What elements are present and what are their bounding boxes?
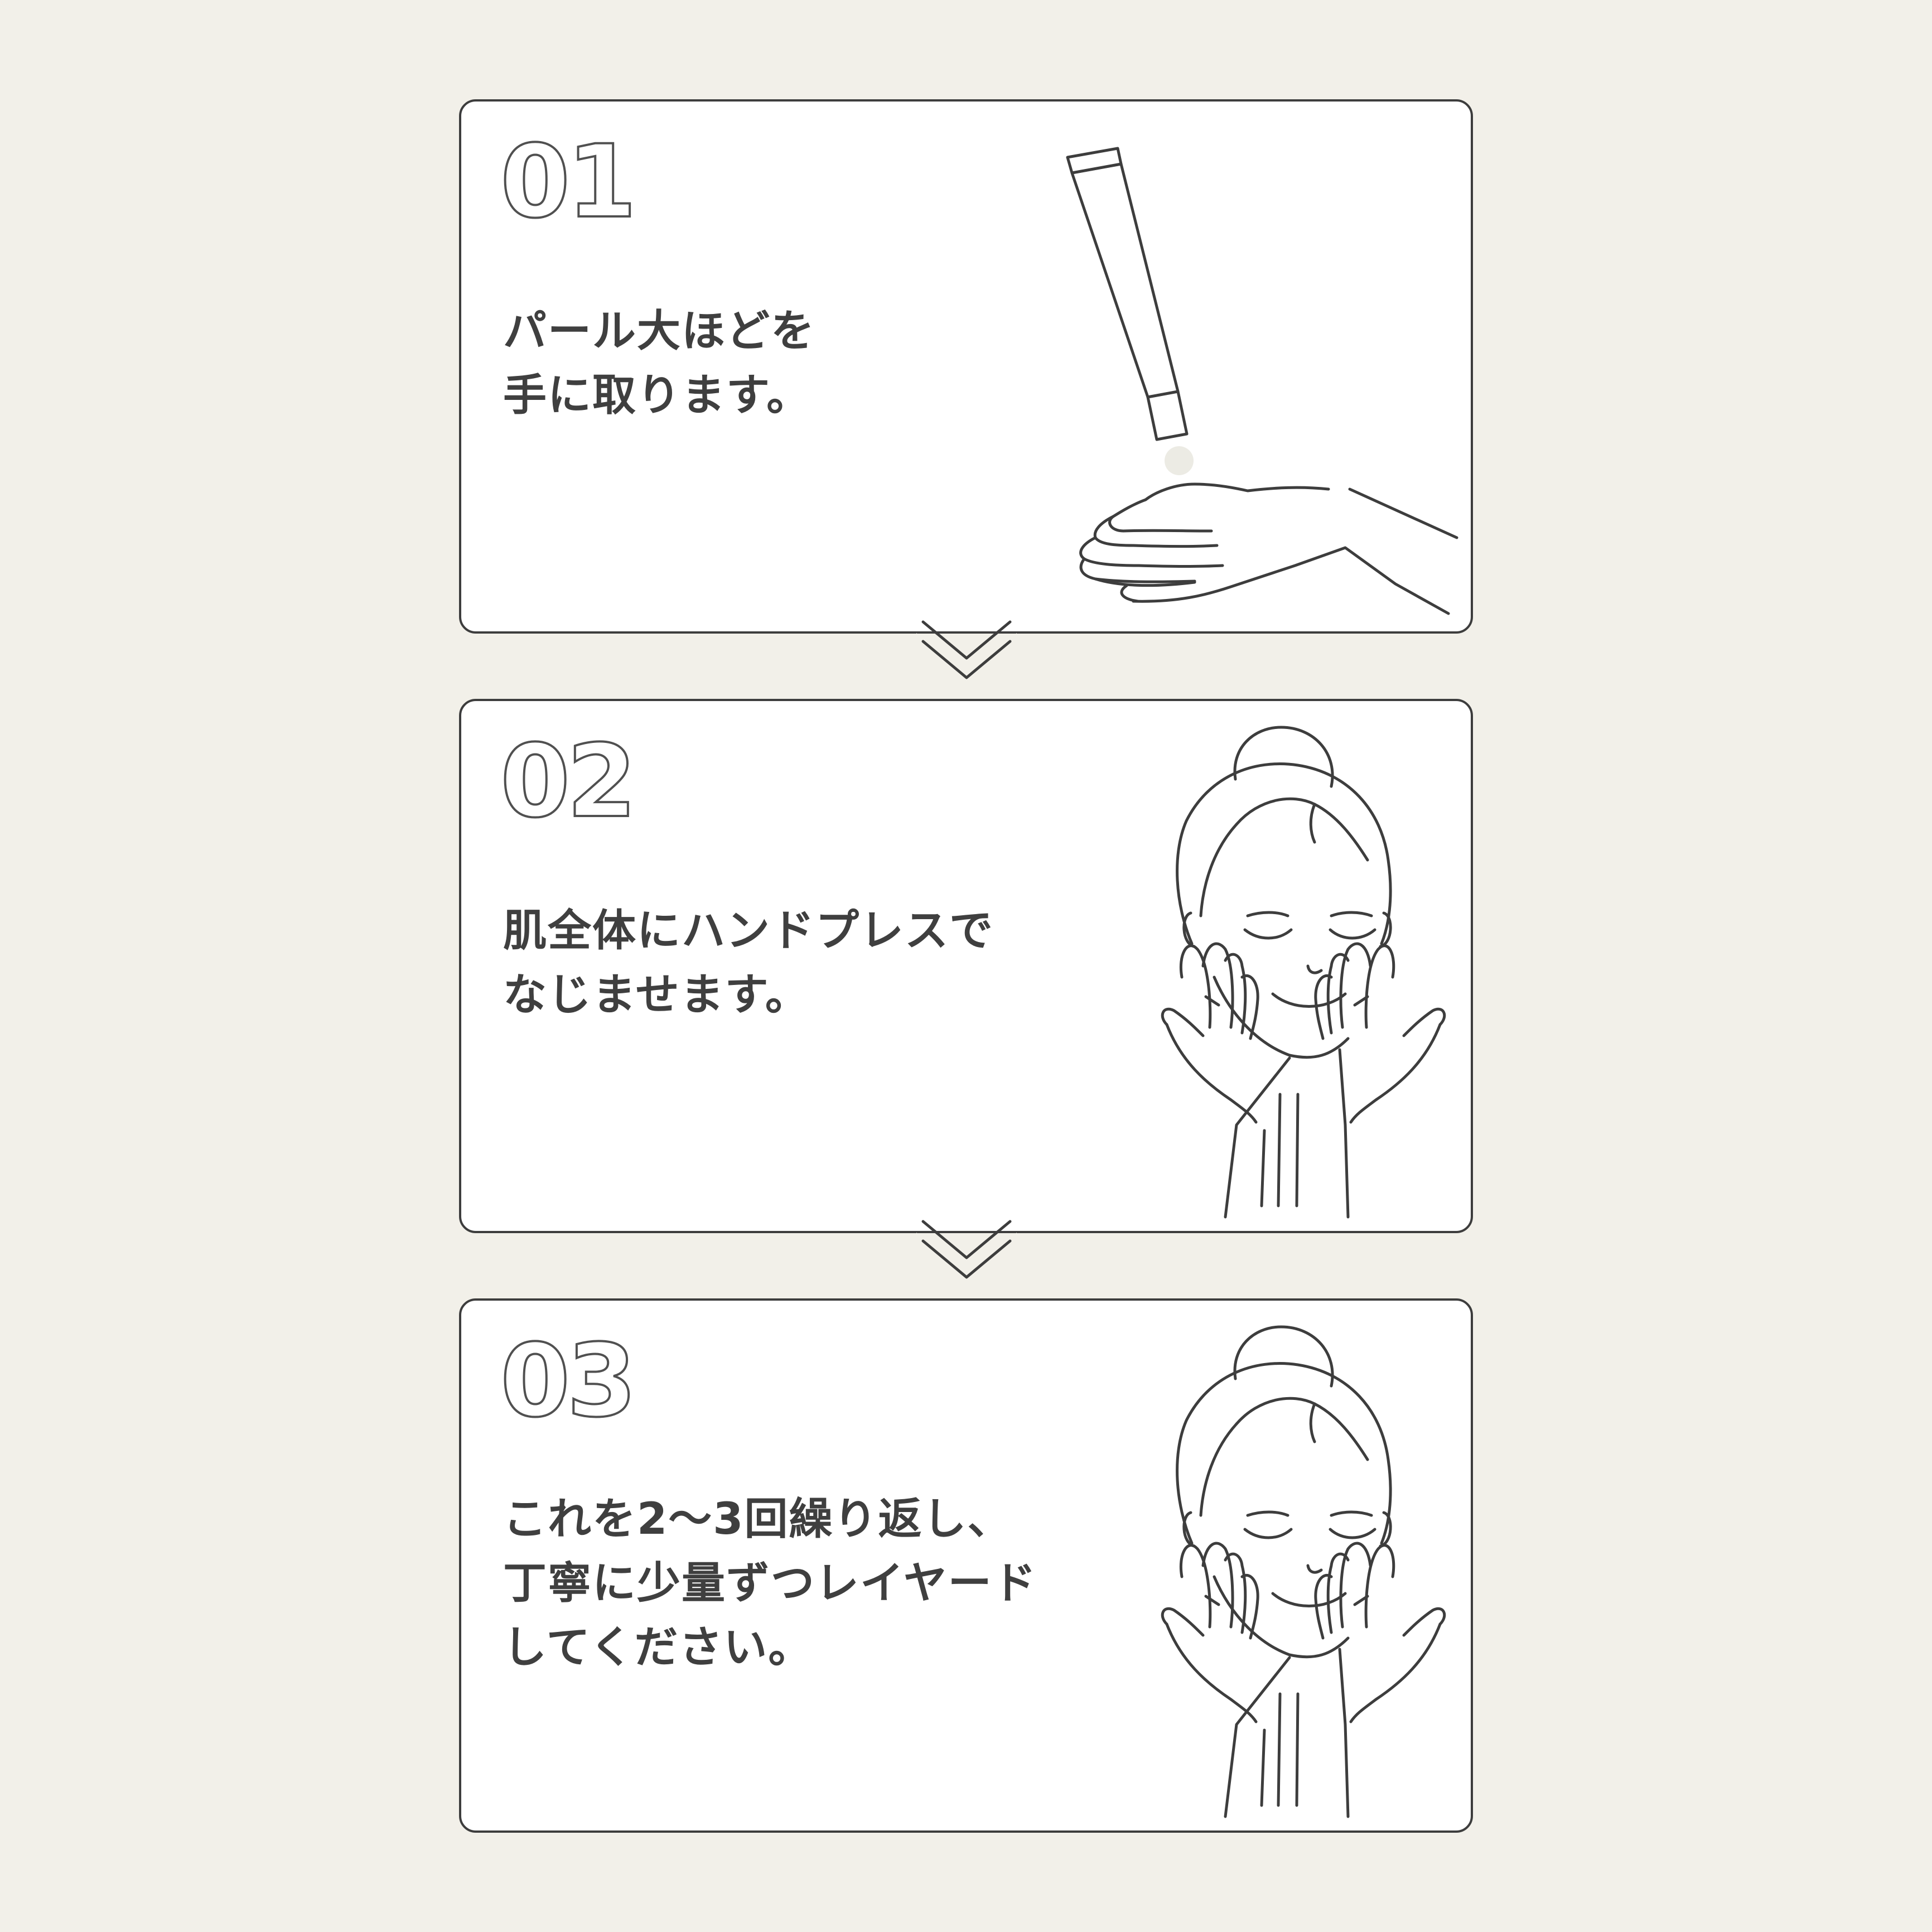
droplet-icon: [1165, 446, 1194, 475]
double-chevron-down-icon: [916, 620, 1017, 683]
step-description: 肌全体にハンドプレスで なじませます。: [503, 906, 994, 1020]
face-hand-press-icon: [1161, 726, 1446, 1219]
step-number: 02: [499, 723, 637, 840]
step-number: 03: [499, 1323, 637, 1440]
face-hand-press-icon: [1161, 1325, 1446, 1818]
step-card-3: 03 これを2〜3回繰り返し、 丁寧に少量ずつレイヤード してください。: [459, 1298, 1473, 1833]
step-description: パール大ほどを 手に取ります。: [503, 306, 816, 421]
step-card-1: 01 パール大ほどを 手に取ります。: [459, 99, 1473, 634]
hand-with-tube-icon: [1066, 147, 1458, 615]
double-chevron-down-icon: [916, 1220, 1017, 1283]
step-card-2: 02 肌全体にハンドプレスで なじませます。: [459, 699, 1473, 1233]
step-description: これを2〜3回繰り返し、 丁寧に少量ずつレイヤード してください。: [503, 1494, 1037, 1673]
step-number: 01: [499, 124, 637, 240]
